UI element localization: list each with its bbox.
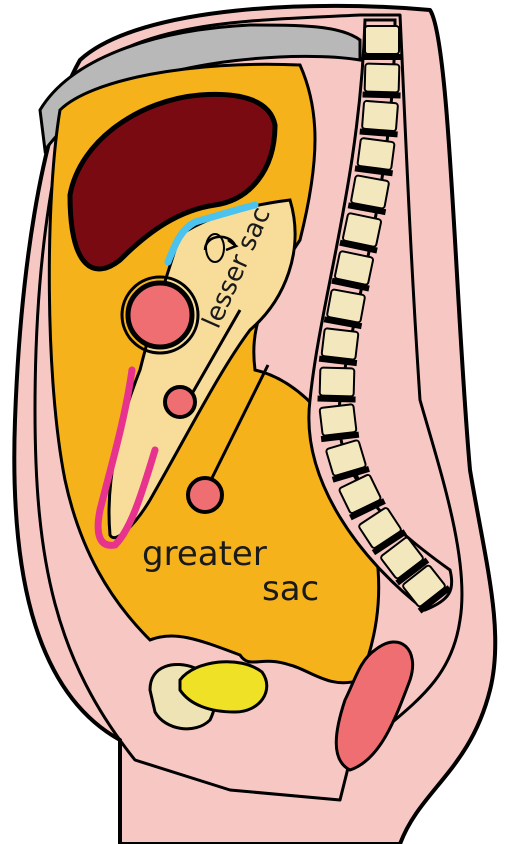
stomach [128, 283, 192, 347]
vertebra [324, 289, 368, 329]
vertebral-body [320, 368, 355, 397]
vertebra [362, 64, 401, 99]
intervertebral-disc [362, 91, 400, 98]
small-intestine [188, 478, 222, 512]
intervertebral-disc [363, 54, 401, 60]
vertebral-body [365, 26, 399, 54]
vertebra [363, 26, 401, 60]
vertebra [359, 101, 400, 138]
vertebral-body [362, 101, 398, 132]
vertebra [317, 368, 356, 403]
vertebra [319, 328, 361, 366]
intervertebral-disc [317, 395, 355, 402]
vertebra [317, 404, 359, 442]
vertebral-body [319, 404, 356, 436]
vertebral-body [357, 138, 394, 170]
vertebra [355, 138, 397, 177]
transverse-colon [165, 387, 195, 417]
greater-sac-label-line2: sac [262, 569, 319, 609]
greater-sac-label-line1: greater [142, 534, 267, 574]
vertebral-body [321, 328, 358, 360]
vertebral-body [365, 64, 400, 93]
vertebra [348, 175, 392, 215]
